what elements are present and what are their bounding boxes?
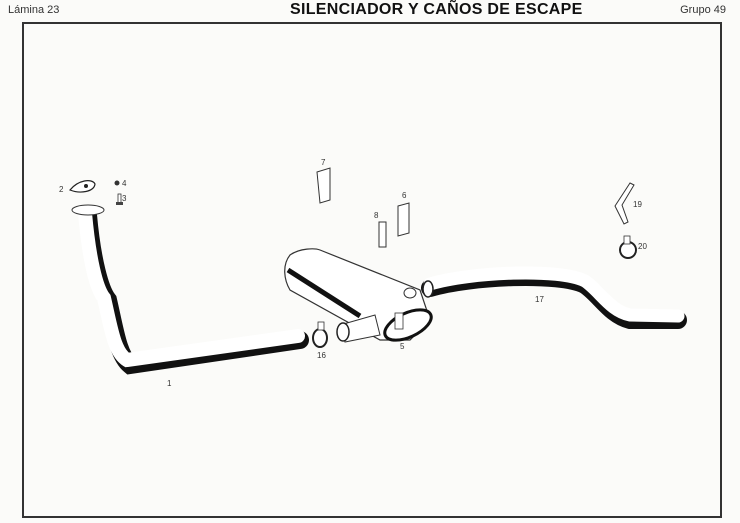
- part-label-17: 17: [535, 295, 544, 304]
- part-label-16: 16: [317, 351, 326, 360]
- bolt-part: [116, 193, 123, 205]
- part-label-6: 6: [402, 191, 407, 200]
- part-label-3: 3: [122, 194, 127, 203]
- part-label-4: 4: [122, 179, 127, 188]
- muffler: [284, 248, 433, 343]
- gasket-part: [69, 180, 96, 193]
- plate-part: [397, 202, 410, 237]
- part-label-20: 20: [638, 242, 647, 251]
- front-exhaust-pipe: [71, 204, 309, 375]
- part-label-2: 2: [59, 185, 64, 194]
- group-number: Grupo 49: [680, 4, 726, 16]
- diagram-frame: [22, 22, 722, 518]
- bracket-part: [316, 167, 331, 204]
- part-label-5: 5: [400, 342, 405, 351]
- strap-part: [378, 221, 387, 248]
- page-title: SILENCIADOR Y CAÑOS DE ESCAPE: [290, 1, 583, 18]
- hanger-clamp: [619, 235, 637, 259]
- part-label-19: 19: [633, 200, 642, 209]
- tail-pipe: [421, 266, 687, 329]
- part-label-7: 7: [321, 158, 326, 167]
- nut-part: [114, 180, 120, 186]
- part-label-1: 1: [167, 379, 172, 388]
- part-label-8: 8: [374, 211, 379, 220]
- plate-number: Lámina 23: [8, 4, 60, 16]
- pipe-clamp: [312, 321, 328, 348]
- hanger-bracket: [614, 182, 635, 225]
